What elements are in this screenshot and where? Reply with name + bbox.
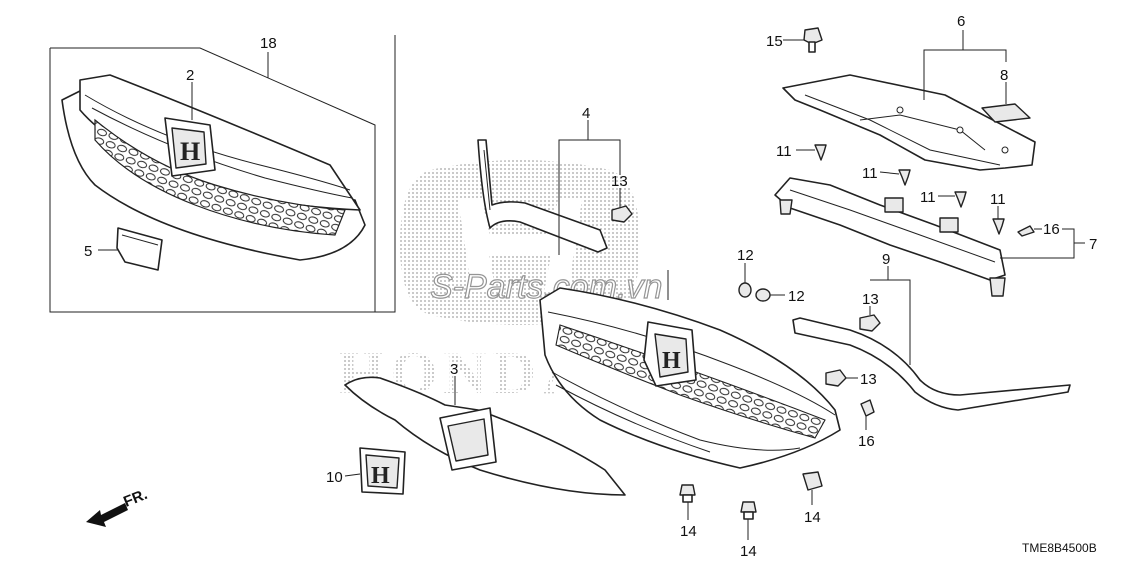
callout-4: 4 xyxy=(582,105,590,122)
callout-6: 6 xyxy=(957,13,965,30)
part-4-molding xyxy=(477,139,608,253)
callout-11-a: 11 xyxy=(776,143,792,160)
svg-text:H: H xyxy=(662,348,681,374)
callout-11-b: 11 xyxy=(862,165,878,182)
part-3-garnish xyxy=(344,376,626,496)
part-5-bracket xyxy=(116,227,163,271)
callout-8: 8 xyxy=(1000,67,1008,84)
part-6-upper-cover xyxy=(782,74,1036,171)
part-15-bolt xyxy=(803,27,823,53)
svg-text:H: H xyxy=(371,463,390,489)
clip-13-upper xyxy=(611,205,633,223)
callout-14-a: 14 xyxy=(680,523,697,540)
callout-14-c: 14 xyxy=(804,509,821,526)
front-direction-arrow: FR. xyxy=(86,486,150,527)
callout-12-b: 12 xyxy=(788,288,805,305)
callout-16-b: 16 xyxy=(858,433,875,450)
clip-16-upper xyxy=(1017,225,1035,237)
part-9-molding xyxy=(792,317,1071,411)
part-10-emblem: H xyxy=(359,447,406,495)
callouts: 18 2 5 4 13 6 8 15 11 11 11 11 16 7 9 12… xyxy=(84,13,1097,560)
callout-15: 15 xyxy=(766,33,783,50)
callout-16-a: 16 xyxy=(1043,221,1060,238)
callout-2: 2 xyxy=(186,67,194,84)
callout-18: 18 xyxy=(260,35,277,52)
front-arrow-label: FR. xyxy=(121,486,150,511)
drawing-code: TME8B4500B xyxy=(1022,541,1097,555)
clips-14 xyxy=(679,471,823,520)
callout-5: 5 xyxy=(84,243,92,260)
clips-13-right xyxy=(825,314,881,387)
callout-13-b: 13 xyxy=(862,291,879,308)
callout-11-d: 11 xyxy=(990,191,1006,208)
callout-12-a: 12 xyxy=(737,247,754,264)
callout-9: 9 xyxy=(882,251,890,268)
leader-lines xyxy=(98,30,1085,540)
clips-11 xyxy=(814,144,1005,235)
honda-h-watermark-logo xyxy=(400,160,640,325)
grille-assembly-box: H xyxy=(49,35,396,313)
callout-7: 7 xyxy=(1089,236,1097,253)
callout-11-c: 11 xyxy=(920,189,936,206)
clips-12 xyxy=(738,282,771,302)
callout-13-a: 13 xyxy=(611,173,628,190)
callout-10: 10 xyxy=(326,469,343,486)
main-grille: H xyxy=(539,287,841,469)
svg-text:H: H xyxy=(180,137,200,166)
callout-13-c: 13 xyxy=(860,371,877,388)
callout-3: 3 xyxy=(450,361,458,378)
callout-14-b: 14 xyxy=(740,543,757,560)
clip-16-lower xyxy=(860,399,875,417)
arrow-left-icon xyxy=(86,503,128,527)
part-8-label xyxy=(981,103,1031,123)
part-7-lower-bracket xyxy=(774,177,1006,297)
